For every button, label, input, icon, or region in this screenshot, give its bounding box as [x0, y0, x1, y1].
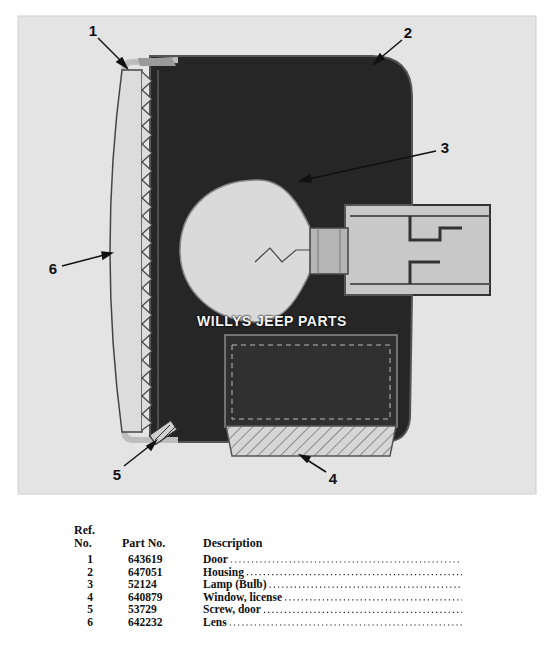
callout-number: 3 [441, 140, 449, 155]
license-compartment [225, 335, 397, 427]
part-number: 643619 [128, 553, 163, 565]
callout-number: 1 [89, 23, 97, 38]
bulb-base [310, 228, 348, 274]
dot-leader [231, 561, 462, 562]
leader-lines [62, 38, 436, 472]
part-number: 53729 [128, 603, 157, 615]
callout-number: 4 [329, 471, 337, 486]
license-window [226, 426, 396, 456]
dot-leader [230, 624, 462, 625]
dot-leader [247, 574, 462, 575]
part-number: 647051 [128, 566, 163, 578]
photo-ground [18, 16, 536, 494]
part-description: Lamp (Bulb) [203, 578, 267, 590]
callout-number: 5 [113, 467, 121, 482]
table-header: Ref. No. [74, 524, 108, 550]
lens-prisms [142, 72, 152, 430]
part-number: 52124 [128, 578, 157, 590]
part-number: 640879 [128, 591, 163, 603]
table-header: Part No. [122, 537, 165, 550]
bulb [180, 180, 312, 322]
ref-number: 1 [87, 553, 93, 565]
housing [150, 56, 412, 442]
callout-number: 2 [404, 25, 412, 40]
part-description: Door [203, 553, 228, 565]
ref-number: 5 [87, 603, 93, 615]
door-screw [149, 420, 177, 444]
part-description: Housing [203, 566, 244, 578]
dot-leader [270, 587, 462, 588]
lens [110, 70, 142, 432]
dot-leader [285, 599, 462, 600]
table-header: Description [203, 537, 262, 550]
part-description: Screw, door [203, 603, 261, 615]
ref-number: 3 [87, 578, 93, 590]
ref-number: 4 [87, 591, 93, 603]
socket [340, 205, 490, 295]
ref-number: 2 [87, 566, 93, 578]
part-description: Lens [203, 616, 227, 628]
watermark: WILLYS JEEP PARTS [197, 313, 347, 329]
ref-number: 6 [87, 616, 93, 628]
part-description: Window, license [203, 591, 282, 603]
dot-leader [264, 612, 462, 613]
callout-number: 6 [49, 261, 57, 276]
part-number: 642232 [128, 616, 163, 628]
